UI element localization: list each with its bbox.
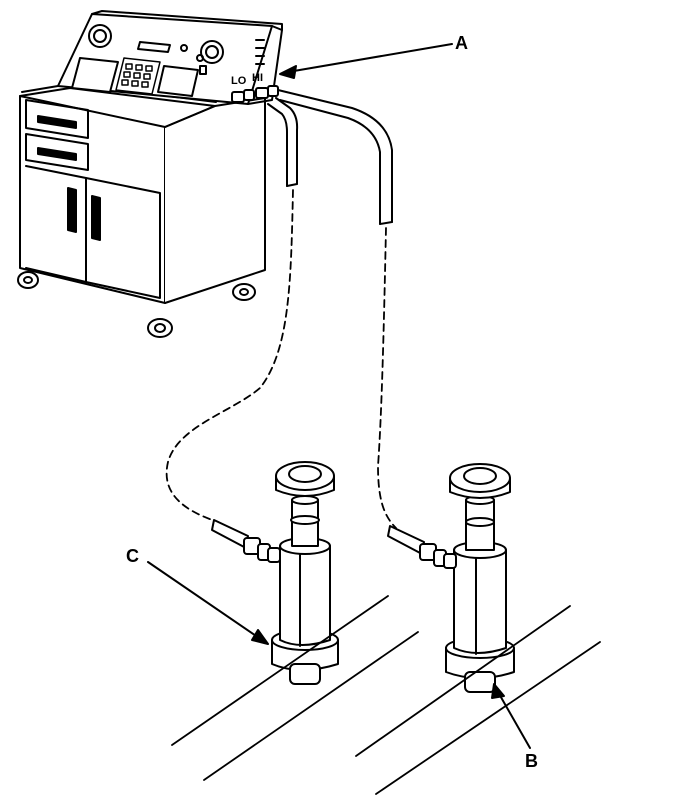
pressure-gauge-left	[88, 24, 112, 48]
hi-port-label: HI	[252, 72, 263, 84]
floor-rails	[171, 595, 601, 795]
test-cabinet	[17, 10, 283, 338]
callout-a-label: A	[455, 33, 468, 53]
hose-connectors	[231, 85, 279, 103]
dashed-hose-lines	[165, 189, 397, 529]
leader-lines	[147, 43, 531, 749]
left-display	[71, 57, 119, 93]
callout-c-label: C	[126, 546, 139, 566]
callout-b-label: B	[525, 751, 538, 771]
pressure-gauge-right	[200, 40, 224, 64]
keypad	[115, 57, 161, 95]
actuator-b	[387, 463, 515, 693]
caster-wheels	[17, 271, 256, 338]
lo-hose	[267, 97, 299, 187]
lo-port-label: LO	[231, 75, 247, 87]
right-display	[157, 65, 199, 97]
hi-hose	[277, 89, 393, 225]
actuator-c	[211, 461, 339, 685]
